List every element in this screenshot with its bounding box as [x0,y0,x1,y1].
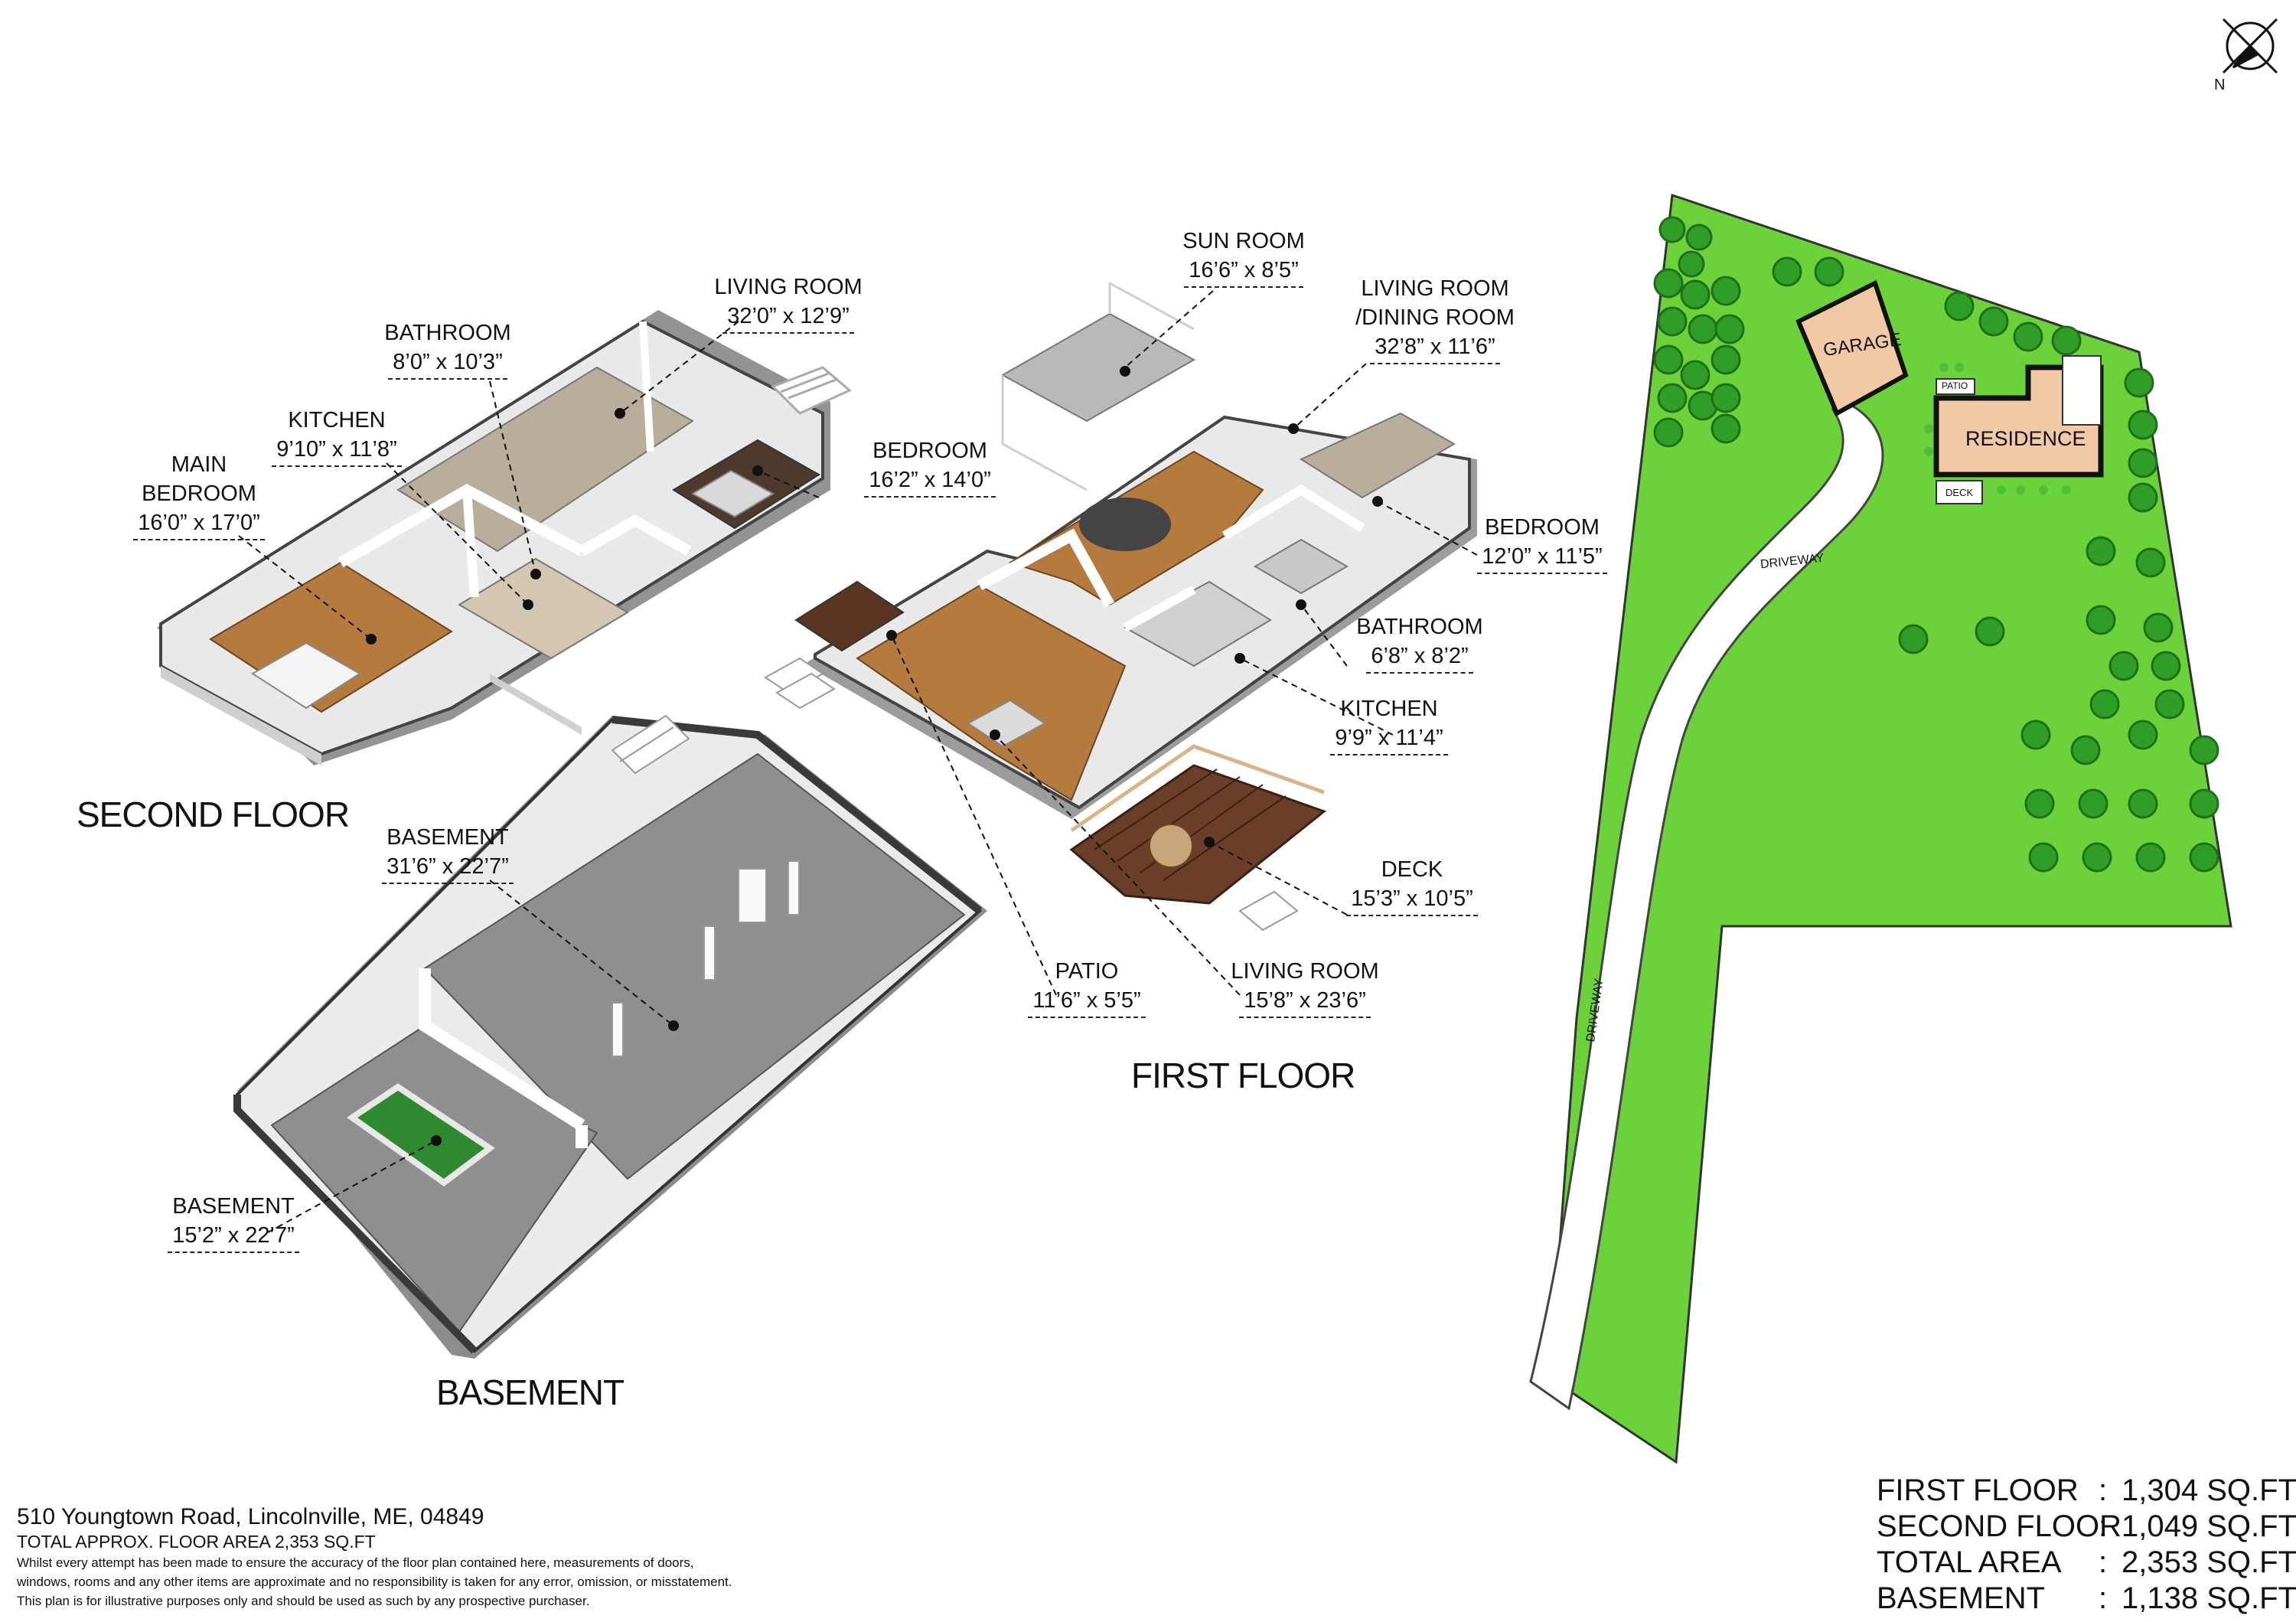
room-dimensions: 9’9” x 11’4” [1330,723,1448,756]
footer-total-area: TOTAL APPROX. FLOOR AREA 2,353 SQ.FT [17,1532,376,1552]
room-name: KITCHEN [288,408,386,432]
label-second-living: LIVING ROOM 32’0” x 12’9” [689,273,888,334]
label-first-kitchen: KITCHEN 9’9” x 11’4” [1301,694,1477,756]
basement-title: BASEMENT [436,1372,625,1412]
label-second-kitchen: KITCHEN 9’10” x 11’8” [249,406,425,467]
trees [1653,216,2219,873]
room-dimensions: 31’6” x 22’7” [382,852,514,884]
room-name: BATHROOM [1356,615,1483,639]
compass-icon [2222,18,2278,74]
area-name: FIRST FLOOR [1877,1474,2079,1507]
room-dots [366,366,1383,1146]
footer-disclaimer-2: windows, rooms and any other items are a… [17,1575,732,1589]
garage-building [1795,279,1909,417]
second-floor-title: SECOND FLOOR [77,795,350,834]
second-kitchen-floor [458,557,629,660]
footer-disclaimer-1: Whilst every attempt has been made to en… [17,1555,694,1570]
label-first-living: LIVING ROOM 15’8” x 23’6” [1209,957,1401,1018]
label-first-patio: PATIO 11’6” x 5’5” [1010,957,1163,1018]
room-dimensions: 16’6” x 8’5” [1184,256,1303,288]
room-name: PATIO [1055,959,1119,984]
label-first-sun-room: SUN ROOM 16’6” x 8’5” [1156,227,1332,288]
label-first-living-dining: LIVING ROOM /DINING ROOM 32’8” x 11’6” [1332,274,1538,364]
room-name: LIVING ROOM [1231,959,1379,984]
first-patio-floor [794,580,905,652]
label-second-bedroom: BEDROOM 16’2” x 14’0” [842,436,1018,498]
area-value: 1,049 SQ.FT [2122,1509,2296,1543]
label-first-deck: DECK 15’3” x 10’5” [1324,855,1500,916]
second-floor-plan [157,310,852,765]
pool-table [346,1083,495,1186]
room-dimensions: 32’8” x 11’6” [1370,332,1500,364]
driveway [1529,404,1884,1411]
room-name: KITCHEN [1340,697,1438,721]
first-bedroom-floor [1299,412,1456,499]
room-dimensions: 9’10” x 11’8” [272,435,402,467]
first-living-floor [856,584,1127,801]
room-dimensions: 16’2” x 14’0” [864,465,996,498]
room-name: BEDROOM [1485,515,1600,540]
label-basement-game: BASEMENT 15’2” x 22’7” [145,1192,321,1253]
first-floor-title: FIRST FLOOR [1131,1056,1355,1095]
label-basement-main: BASEMENT 31’6” x 22’7” [360,823,536,884]
first-sun-room-floor [1000,312,1196,423]
site-deck-label: DECK [1945,487,1974,498]
site-patio-label: PATIO [1942,380,1968,391]
lawn [1548,193,2232,1464]
room-name: BASEMENT [172,1194,295,1219]
label-second-main-bedroom: MAIN BEDROOM 16’0” x 17’0” [107,450,291,540]
site-plan [1529,193,2232,1464]
room-dimensions: 11’6” x 5’5” [1028,986,1146,1018]
room-name: SUN ROOM [1182,229,1305,253]
room-name: BATHROOM [384,321,511,345]
room-dimensions: 12’0” x 11’5” [1477,542,1607,574]
area-value: 1,138 SQ.FT [2122,1581,2296,1615]
leader-lines [238,290,1478,1233]
label-first-bathroom: BATHROOM 6’8” x 8’2” [1332,612,1508,674]
basement-plan [233,714,987,1359]
label-first-bedroom: BEDROOM 12’0” x 11’5” [1454,513,1630,574]
room-name-line-2: /DINING ROOM [1355,305,1515,330]
room-name-line-2: BEDROOM [142,481,256,506]
room-dimensions: 15’3” x 10’5” [1346,884,1478,916]
room-name: DECK [1381,857,1443,882]
room-dimensions: 32’0” x 12’9” [722,302,854,334]
footer-disclaimer-3: This plan is for illustrative purposes o… [17,1594,590,1608]
area-name: TOTAL AREA [1877,1545,2062,1579]
area-value: 1,304 SQ.FT [2122,1474,2296,1507]
first-deck-floor [1069,764,1327,905]
area-name: BASEMENT [1877,1581,2046,1615]
room-name: LIVING ROOM [1361,276,1509,301]
first-bathroom-floor [1254,538,1349,595]
room-dimensions: 16’0” x 17’0” [133,508,265,540]
room-name: LIVING ROOM [714,275,863,299]
room-dimensions: 8’0” x 10’3” [388,348,507,380]
area-name: SECOND FLOOR [1877,1509,2122,1543]
first-floor-plan [764,281,1477,932]
room-name: MAIN [171,452,227,477]
label-second-bathroom: BATHROOM 8’0” x 10’3” [360,318,536,380]
room-name: BASEMENT [386,825,509,850]
site-residence-label: RESIDENCE [1965,427,2086,450]
room-dimensions: 15’8” x 23’6” [1239,986,1371,1018]
room-name: BEDROOM [872,439,987,463]
footer-address: 510 Youngtown Road, Lincolnville, ME, 04… [17,1504,484,1529]
compass-north-label: N [2214,77,2226,93]
room-dimensions: 15’2” x 22’7” [168,1221,299,1253]
room-dimensions: 6’8” x 8’2” [1366,641,1473,674]
area-value: 2,353 SQ.FT [2122,1545,2296,1579]
